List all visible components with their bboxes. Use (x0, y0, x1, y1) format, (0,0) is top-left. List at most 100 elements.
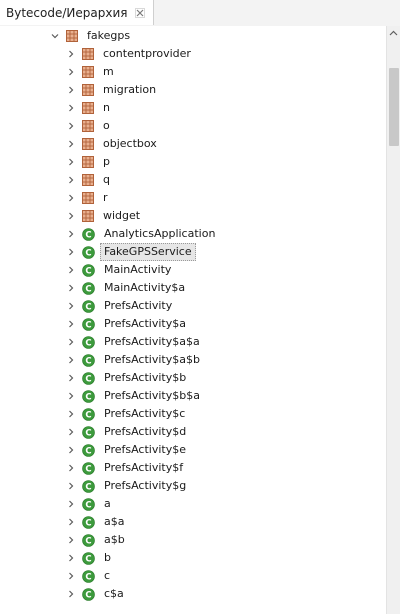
chevron-right-icon[interactable] (66, 301, 76, 311)
tree-item-root-package[interactable]: fakegps (0, 27, 386, 45)
chevron-right-icon[interactable] (66, 355, 76, 365)
tree-item-class[interactable]: C PrefsActivity$a$a (0, 333, 386, 351)
tree-item-label: PrefsActivity$e (104, 443, 186, 456)
tree-item-label: fakegps (87, 29, 131, 42)
class-icon: C (82, 443, 95, 457)
close-icon[interactable] (135, 7, 146, 18)
package-icon (82, 138, 94, 150)
class-icon: C (82, 551, 95, 565)
svg-text:C: C (85, 518, 91, 528)
tree-item-package[interactable]: p (0, 153, 386, 171)
class-icon: C (82, 281, 95, 295)
tree-item-package[interactable]: q (0, 171, 386, 189)
package-icon (82, 156, 94, 168)
tree-item-class[interactable]: C PrefsActivity$e (0, 441, 386, 459)
package-icon (82, 66, 94, 78)
chevron-right-icon[interactable] (66, 463, 76, 473)
chevron-right-icon[interactable] (66, 85, 76, 95)
chevron-down-icon[interactable] (50, 31, 60, 41)
chevron-right-icon[interactable] (66, 157, 76, 167)
class-icon: C (82, 497, 95, 511)
svg-text:C: C (85, 572, 91, 582)
chevron-right-icon[interactable] (66, 337, 76, 347)
chevron-right-icon[interactable] (66, 481, 76, 491)
tree-item-package[interactable]: r (0, 189, 386, 207)
tree-item-package[interactable]: migration (0, 81, 386, 99)
tree-item-package[interactable]: objectbox (0, 135, 386, 153)
chevron-right-icon[interactable] (66, 517, 76, 527)
chevron-right-icon[interactable] (66, 283, 76, 293)
tab-bytecode-hierarchy[interactable]: Bytecode/Иерархия (0, 0, 155, 25)
tree-item-label: PrefsActivity$b (104, 371, 187, 384)
scroll-up-arrow-icon[interactable] (387, 26, 400, 40)
chevron-right-icon[interactable] (66, 427, 76, 437)
tree-item-label: PrefsActivity$b$a (104, 389, 200, 402)
chevron-right-icon[interactable] (66, 535, 76, 545)
tree-item-label: c (104, 569, 111, 582)
chevron-right-icon[interactable] (66, 139, 76, 149)
tree-item-package[interactable]: n (0, 99, 386, 117)
chevron-right-icon[interactable] (66, 319, 76, 329)
tree-item-label: PrefsActivity$d (104, 425, 187, 438)
scrollbar-thumb[interactable] (389, 68, 399, 146)
chevron-right-icon[interactable] (66, 589, 76, 599)
tree-item-label: b (104, 551, 111, 564)
tree-item-package[interactable]: m (0, 63, 386, 81)
chevron-right-icon[interactable] (66, 175, 76, 185)
tree-item-label: FakeGPSService (100, 243, 196, 261)
tree-item-package[interactable]: o (0, 117, 386, 135)
package-icon (82, 48, 94, 60)
chevron-right-icon[interactable] (66, 121, 76, 131)
tree-item-package[interactable]: contentprovider (0, 45, 386, 63)
chevron-right-icon[interactable] (66, 445, 76, 455)
vertical-scrollbar[interactable] (386, 26, 400, 614)
chevron-right-icon[interactable] (66, 265, 76, 275)
package-icon (82, 174, 94, 186)
tree-item-package[interactable]: widget (0, 207, 386, 225)
chevron-right-icon[interactable] (66, 391, 76, 401)
tree-item-label: widget (103, 209, 141, 222)
chevron-right-icon[interactable] (66, 499, 76, 509)
tree-item-label: PrefsActivity$a$a (104, 335, 200, 348)
svg-text:C: C (85, 356, 91, 366)
chevron-right-icon[interactable] (66, 571, 76, 581)
chevron-right-icon[interactable] (66, 211, 76, 221)
chevron-right-icon[interactable] (66, 373, 76, 383)
class-icon: C (82, 227, 95, 241)
package-icon (82, 120, 94, 132)
class-icon: C (82, 461, 95, 475)
svg-text:C: C (85, 320, 91, 330)
class-icon: C (82, 245, 95, 259)
chevron-right-icon[interactable] (66, 193, 76, 203)
chevron-right-icon[interactable] (66, 103, 76, 113)
tree-item-label: q (103, 173, 110, 186)
class-icon: C (82, 335, 95, 349)
chevron-right-icon[interactable] (66, 247, 76, 257)
class-icon: C (82, 263, 95, 277)
chevron-right-icon[interactable] (66, 409, 76, 419)
tree-item-class[interactable]: C FakeGPSService (0, 243, 386, 261)
chevron-right-icon[interactable] (66, 49, 76, 59)
chevron-right-icon[interactable] (66, 229, 76, 239)
chevron-right-icon[interactable] (66, 67, 76, 77)
chevron-right-icon[interactable] (66, 553, 76, 563)
